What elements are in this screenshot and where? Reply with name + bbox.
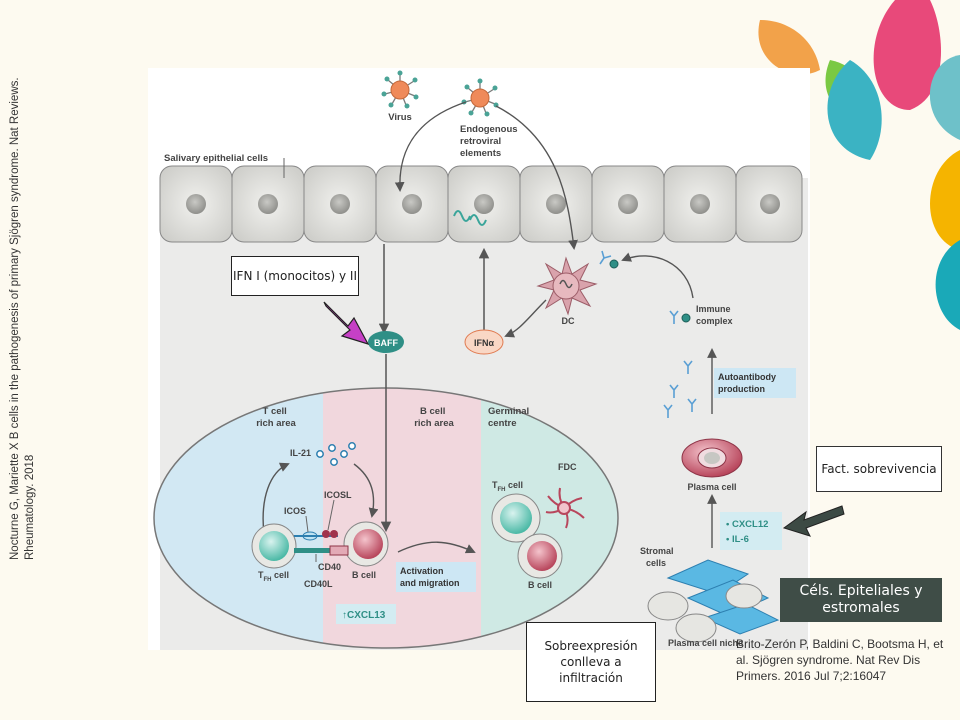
gc-tfh-label: TFH cell bbox=[492, 480, 523, 493]
gc-bcell-label: B cell bbox=[528, 580, 552, 590]
arrow-activation bbox=[397, 541, 476, 554]
ifna-label: IFNα bbox=[474, 338, 494, 348]
citation-left: Nocturne G, Mariette X B cells in the pa… bbox=[9, 77, 36, 560]
activation-box bbox=[396, 562, 476, 592]
petal-yellow bbox=[930, 150, 960, 250]
dc-label: DC bbox=[562, 316, 575, 326]
epithelial-cells bbox=[159, 165, 803, 243]
il21-molecules bbox=[316, 442, 356, 466]
il6-label: • IL-6 bbox=[726, 534, 749, 545]
free-antibodies bbox=[663, 360, 697, 418]
bcell-area-label: B cell rich area bbox=[414, 406, 454, 429]
arrow-endogenous-dc bbox=[495, 105, 578, 250]
virus-label: Virus bbox=[388, 112, 412, 123]
icosl-label: ICOSL bbox=[324, 490, 352, 500]
arrow-il21-bcell bbox=[353, 463, 379, 518]
arrow-il21 bbox=[262, 462, 290, 535]
antibody-immune bbox=[669, 310, 679, 324]
petal-teal-bottom bbox=[935, 240, 960, 330]
arrow-virus-epithelium bbox=[394, 101, 467, 192]
cxcl12-box bbox=[720, 512, 782, 550]
petal-orange bbox=[758, 20, 820, 75]
plasma-cell bbox=[681, 438, 743, 478]
fdc-label: FDC bbox=[558, 462, 577, 472]
germinal-label: Germinal centre bbox=[488, 406, 532, 429]
fdc-cell bbox=[545, 487, 585, 529]
cd40-label: CD40 bbox=[318, 562, 341, 572]
niche-label: Plasma cell niche bbox=[668, 638, 743, 648]
arrow-immune-dc bbox=[621, 252, 694, 299]
petal-teal bbox=[827, 60, 882, 160]
plasma-cell-label: Plasma cell bbox=[687, 482, 736, 492]
autoantibody-label: Autoantibody production bbox=[718, 372, 779, 394]
retroviral-squiggle bbox=[453, 210, 471, 222]
arrow-dc-ifna bbox=[504, 299, 547, 338]
salivary-label: Salivary epithelial cells bbox=[164, 153, 268, 164]
endogenous-label: Endogenous retroviral elements bbox=[460, 124, 520, 159]
dendritic-cell bbox=[536, 256, 598, 316]
dark-arrow bbox=[782, 505, 845, 537]
il21-label: IL-21 bbox=[290, 448, 311, 458]
ifna-node bbox=[464, 329, 504, 355]
petal-teal-small bbox=[929, 55, 960, 140]
baff-node bbox=[368, 331, 404, 353]
callout-ifn: IFN I (monocitos) y II bbox=[231, 256, 359, 296]
petal-pink-top bbox=[873, 0, 942, 110]
cd40l-label: CD40L bbox=[304, 579, 333, 589]
callout-cells: Céls. Epiteliales y estromales bbox=[780, 578, 942, 622]
gc-tfh-cell bbox=[491, 493, 541, 543]
magenta-arrow bbox=[323, 301, 370, 346]
stromal-cells bbox=[647, 559, 780, 643]
b-cell bbox=[343, 521, 389, 567]
cxcl13-box bbox=[336, 604, 396, 624]
tfh-cell bbox=[251, 523, 297, 569]
autoantibody-box bbox=[714, 368, 796, 398]
baff-label: BAFF bbox=[374, 338, 398, 348]
immune-complex-label: Immune complex bbox=[696, 304, 733, 326]
bcell-label: B cell bbox=[352, 570, 376, 580]
callout-sobreexpresion: Sobreexpresión conlleva a infiltración bbox=[526, 622, 656, 702]
stromal-label: Stromal cells bbox=[640, 546, 676, 568]
pathogenesis-diagram: Virus Endogenous retroviral elements Sal… bbox=[148, 68, 810, 650]
endogenous-particle bbox=[461, 78, 499, 117]
gc-b-cell bbox=[517, 533, 563, 579]
tfh-label: TFH cell bbox=[258, 570, 289, 583]
cxcl13-label: ↑CXCL13 bbox=[342, 610, 386, 621]
antibody-complex-dc bbox=[599, 250, 612, 265]
activation-label: Activation and migration bbox=[400, 566, 460, 588]
virus-particle bbox=[381, 70, 419, 109]
tcell-area-label: T cell rich area bbox=[256, 406, 296, 429]
callout-fact-sobrevivencia: Fact. sobrevivencia bbox=[816, 446, 942, 492]
citation-right: Brito-Zerón P, Baldini C, Bootsma H, et … bbox=[736, 637, 944, 683]
cxcl12-label: • CXCL12 bbox=[726, 519, 768, 530]
icos-label: ICOS bbox=[284, 506, 306, 516]
receptors bbox=[294, 530, 349, 556]
